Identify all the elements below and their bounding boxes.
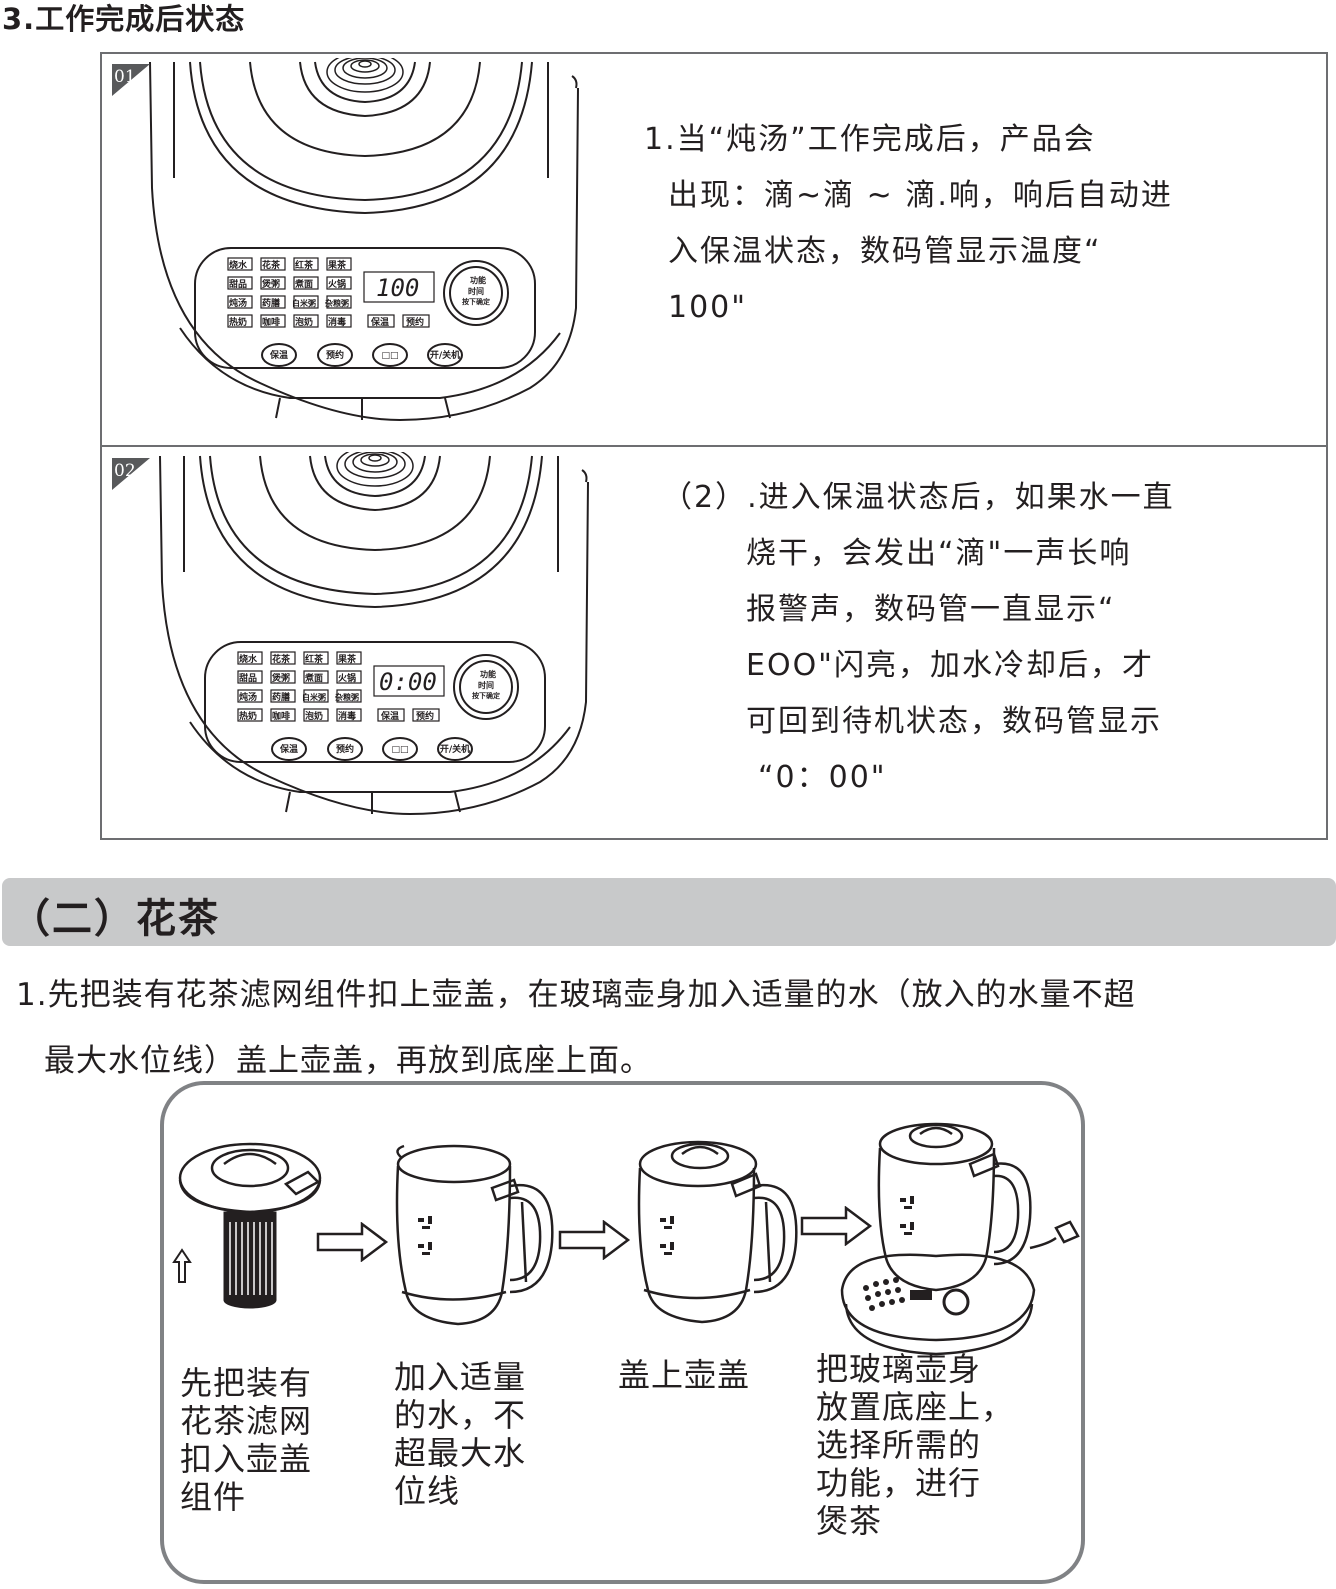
button-label: 预约 [326, 349, 344, 361]
key-label: 泡奶 [295, 316, 313, 328]
button-label: □□ [391, 745, 408, 755]
section-title: 3.工作完成后状态 [2, 2, 246, 36]
arrow-right-icon [558, 1220, 631, 1260]
knob-label: 功能 [480, 669, 496, 679]
panel-02-number-tag: 02 [112, 458, 150, 490]
key-label: 泡奶 [305, 710, 323, 722]
key-label: 红茶 [295, 259, 314, 271]
button-label: 保温 [279, 743, 298, 755]
button-label: 保温 [269, 349, 288, 361]
button-label: 预约 [336, 743, 354, 755]
key-label: 煮面 [294, 278, 313, 290]
button-label: □□ [381, 351, 398, 361]
knob-label: 按下确定 [472, 691, 500, 700]
key-label: 杂粮粥 [335, 692, 359, 702]
kettle-on-base-illustration [840, 1122, 1080, 1356]
button-label: 开/关机 [440, 743, 470, 755]
step-1-caption: 先把装有 花茶滤网 扣入壶盖 组件 [180, 1364, 313, 1516]
knob-label: 时间 [468, 286, 484, 296]
key-label: 烧水 [239, 653, 258, 665]
key-label: 白米粥 [302, 692, 326, 702]
key-label: 消毒 [338, 710, 356, 722]
step-3-caption: 盖上壶盖 [618, 1356, 751, 1394]
lid-with-filter-illustration [172, 1142, 322, 1309]
key-label: 预约 [416, 710, 434, 722]
steps-frame [160, 1081, 1085, 1584]
key-label: 炖汤 [239, 691, 257, 703]
panel-02-description: （2）.进入保温状态后，如果水一直 烧干，会发出“滴"一声长响 报警声，数码管一… [662, 480, 1175, 795]
key-label: 煲粥 [272, 672, 290, 684]
key-label: 保温 [380, 710, 399, 722]
key-label: 花茶 [262, 259, 281, 271]
key-label: 消毒 [328, 316, 346, 328]
key-label: 咖啡 [262, 316, 280, 328]
knob-label: 时间 [478, 680, 494, 690]
key-label: 煮面 [304, 672, 323, 684]
instruction-paragraph: 1.先把装有花茶滤网组件扣上壶盖，在玻璃壶身加入适量的水（放入的水量不超 最大水… [16, 977, 1136, 1079]
key-label: 药膳 [262, 297, 280, 309]
key-label: 果茶 [327, 259, 347, 271]
digital-display: 0:00 [379, 668, 437, 696]
key-label: 甜品 [229, 278, 247, 290]
key-label: 果茶 [337, 653, 357, 665]
svg-text:02: 02 [114, 461, 136, 481]
kettle-body-illustration [395, 1144, 554, 1326]
key-label: 烧水 [229, 259, 248, 271]
key-label: 炖汤 [229, 297, 247, 309]
step-2-caption: 加入适量 的水，不 超最大水 位线 [394, 1358, 527, 1510]
key-label: 火锅 [328, 278, 346, 290]
section2-title: （二）花茶 [10, 896, 220, 942]
kettle-with-lid-illustration [637, 1140, 798, 1324]
arrow-up-icon [172, 1248, 192, 1283]
arrow-right-icon [800, 1206, 873, 1246]
panel-divider [100, 445, 1328, 447]
digital-display: 100 [376, 274, 419, 302]
knob-label: 按下确定 [462, 297, 490, 306]
svg-text:01: 01 [114, 67, 136, 87]
key-label: 杂粮粥 [325, 298, 349, 308]
key-label: 药膳 [272, 691, 290, 703]
key-label: 咖啡 [272, 710, 290, 722]
key-label: 白米粥 [292, 298, 316, 308]
key-label: 热奶 [229, 316, 247, 328]
key-label: 保温 [370, 316, 389, 328]
section-header-band [2, 878, 1336, 946]
button-label: 开/关机 [430, 349, 460, 361]
panel-02-appliance-illustration: 烧水 花茶 红茶 果茶 甜品 煲粥 煮面 火锅 炖汤 药膳 白米粥 杂粮粥 热奶… [159, 452, 589, 816]
knob-label: 功能 [470, 275, 486, 285]
key-label: 甜品 [239, 672, 257, 684]
key-label: 红茶 [305, 653, 324, 665]
key-label: 煲粥 [262, 278, 280, 290]
panel-01-number-tag: 01 [112, 64, 150, 96]
key-label: 花茶 [272, 653, 291, 665]
arrow-right-icon [316, 1222, 389, 1262]
key-label: 热奶 [239, 710, 257, 722]
step-4-caption: 把玻璃壶身 放置底座上， 选择所需的 功能，进行 煲茶 [816, 1350, 1015, 1540]
panel-01-appliance-illustration: 烧水 花茶 红茶 果茶 甜品 煲粥 煮面 火锅 炖汤 药膳 白米粥 杂粮粥 热奶… [149, 58, 579, 422]
key-label: 火锅 [338, 672, 356, 684]
key-label: 预约 [406, 316, 424, 328]
panel-01-description: 1.当“炖汤”工作完成后，产品会 出现：滴~滴 ~ 滴.响，响后自动进 入保温状… [644, 122, 1173, 325]
